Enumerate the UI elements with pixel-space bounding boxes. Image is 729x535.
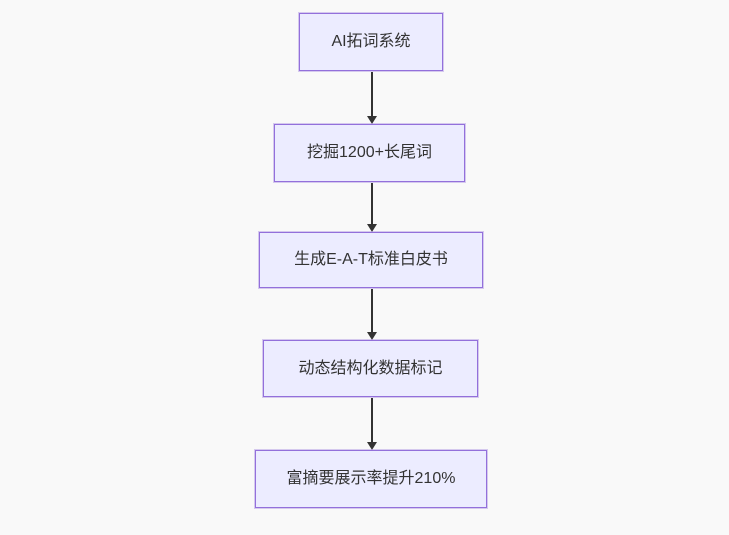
arrow-line: [370, 72, 373, 117]
flow-node-ai-keyword-system: AI拓词系统: [299, 13, 443, 71]
arrow-down-icon: [366, 224, 377, 232]
arrow-down-icon: [366, 116, 377, 124]
flow-node-label: 动态结构化数据标记: [298, 359, 443, 377]
flow-node-eat-whitepaper: 生成E-A-T标准白皮书: [259, 232, 483, 288]
arrow-line: [370, 289, 373, 333]
flow-arrow-4: [366, 398, 377, 450]
flow-node-label: 挖掘1200+长尾词: [307, 144, 432, 162]
arrow-down-icon: [366, 332, 377, 340]
flow-node-label: 生成E-A-T标准白皮书: [294, 251, 448, 269]
flow-node-label: 富摘要展示率提升210%: [286, 470, 456, 488]
arrow-line: [370, 183, 373, 225]
flow-arrow-1: [366, 72, 377, 124]
flow-arrow-3: [366, 289, 377, 340]
flow-node-structured-data-markup: 动态结构化数据标记: [263, 340, 478, 397]
flow-node-longtail-mining: 挖掘1200+长尾词: [274, 124, 465, 182]
flow-arrow-2: [366, 183, 377, 232]
flow-node-label: AI拓词系统: [331, 33, 411, 51]
flow-node-rich-snippet-rate: 富摘要展示率提升210%: [255, 450, 487, 508]
arrow-line: [370, 398, 373, 443]
arrow-down-icon: [366, 442, 377, 450]
